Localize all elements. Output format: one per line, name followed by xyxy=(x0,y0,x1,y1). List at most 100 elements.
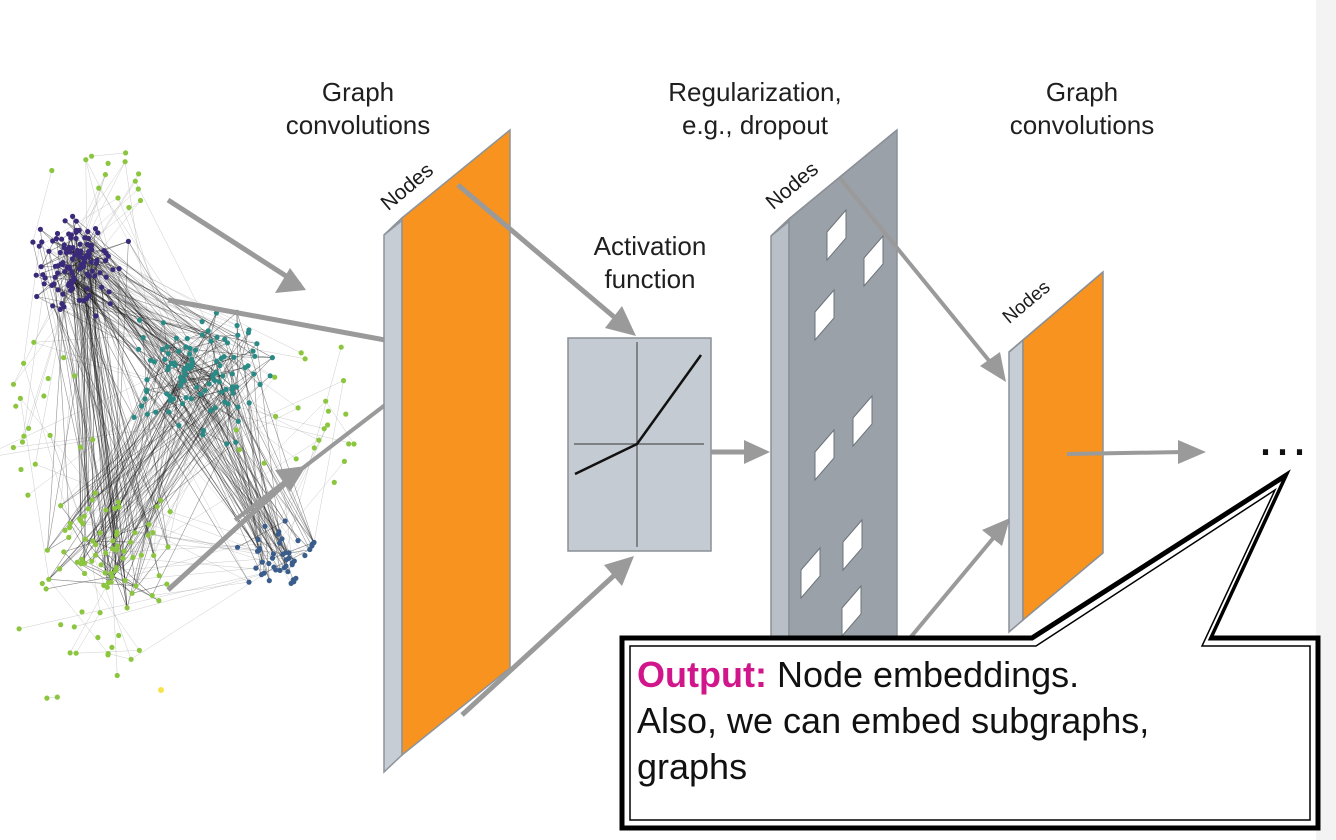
graph-edge xyxy=(40,251,50,267)
graph-node xyxy=(73,650,79,656)
graph-node xyxy=(80,521,86,527)
graph-node xyxy=(74,559,80,565)
graph-edge xyxy=(156,506,169,547)
graph-edge xyxy=(74,254,187,398)
graph-node xyxy=(89,497,95,503)
graph-node xyxy=(136,647,142,654)
graph-node xyxy=(26,425,32,431)
graph-edge xyxy=(70,382,182,524)
graph-node xyxy=(229,371,235,377)
graph-edge xyxy=(48,251,136,533)
graph-node xyxy=(74,247,80,253)
graph-edge xyxy=(71,272,167,394)
graph-node xyxy=(290,577,296,583)
graph-node xyxy=(188,396,194,402)
graph-edge xyxy=(57,266,70,290)
graph-node xyxy=(140,335,146,341)
graph-edge xyxy=(92,410,211,501)
dropout-layer xyxy=(770,128,898,641)
graph-node xyxy=(82,536,88,542)
graph-edge xyxy=(108,406,239,583)
graph-edge xyxy=(187,334,238,339)
graph-edge xyxy=(80,380,182,522)
graph-edge xyxy=(104,398,146,573)
graph-edge xyxy=(0,358,192,449)
graph-node xyxy=(183,395,189,401)
graph-edge xyxy=(70,237,136,533)
graph-edge xyxy=(61,239,158,507)
graph-node xyxy=(149,592,155,599)
graph-node xyxy=(302,552,308,559)
graph-edge xyxy=(54,277,135,418)
graph-edge xyxy=(84,257,89,540)
graph-node xyxy=(181,368,187,374)
graph-node xyxy=(97,610,103,616)
graph-node xyxy=(252,353,258,359)
graph-edge xyxy=(75,238,234,358)
graph-edge xyxy=(86,298,160,576)
graph-edge xyxy=(60,357,273,506)
graph-edge xyxy=(81,386,233,560)
graph-node xyxy=(90,437,96,443)
graph-node xyxy=(116,632,122,639)
graph-edge xyxy=(72,280,144,338)
output-arrow xyxy=(1066,440,1206,464)
graph-node xyxy=(286,550,292,556)
graph-edge xyxy=(244,367,263,563)
graph-edge xyxy=(66,267,112,583)
label-line: Graph xyxy=(1045,77,1119,107)
graph-edge xyxy=(13,260,107,385)
graph-node xyxy=(142,396,148,402)
graph-edge xyxy=(72,216,125,552)
right-edge-strip xyxy=(1316,0,1336,840)
graph-node xyxy=(116,266,122,272)
graph-edge xyxy=(79,244,89,509)
graph-node xyxy=(173,335,179,341)
graph-edge xyxy=(62,262,171,401)
graph-edge xyxy=(116,268,120,535)
graph-node xyxy=(21,360,27,366)
graph-node xyxy=(92,226,99,232)
graph-edge xyxy=(63,306,96,545)
graph-node xyxy=(42,275,48,281)
graph-node xyxy=(160,320,166,326)
graph-node xyxy=(33,272,39,278)
graph-node xyxy=(110,267,116,273)
graph-node xyxy=(254,341,260,347)
graph-node xyxy=(291,558,297,564)
graph-node xyxy=(86,292,92,299)
graph-edge xyxy=(91,561,101,613)
graph-edge xyxy=(92,263,97,500)
graph-edge xyxy=(90,246,106,573)
graph-node xyxy=(295,538,301,544)
graph-node xyxy=(83,157,89,163)
graph-node xyxy=(257,381,263,387)
graph-node xyxy=(341,458,347,464)
graph-node xyxy=(59,236,65,242)
graph-node xyxy=(236,447,242,453)
graph-edge xyxy=(63,551,85,574)
callout-line-1: Output: Node embeddings. xyxy=(637,652,1317,698)
graph-edge xyxy=(148,425,180,525)
layer1-arrows xyxy=(456,183,636,717)
graph-edge xyxy=(71,283,128,608)
graph-edge xyxy=(144,398,169,547)
graph-edge xyxy=(87,231,175,364)
graph-edge xyxy=(124,506,158,581)
graph-node xyxy=(39,239,45,245)
graph-edge xyxy=(105,393,234,554)
graph-edge xyxy=(105,332,249,511)
graph-edge xyxy=(69,339,225,528)
graph-node xyxy=(90,538,96,544)
label-line: function xyxy=(604,264,696,294)
graph-edge xyxy=(75,238,82,522)
graph-node xyxy=(295,405,301,411)
graph-edge xyxy=(141,405,293,564)
graph-edge xyxy=(227,342,315,543)
graph-node xyxy=(178,374,184,381)
graph-node xyxy=(41,393,47,399)
graph-node xyxy=(205,328,211,334)
graph-node xyxy=(235,404,241,410)
graph-node xyxy=(198,391,204,397)
